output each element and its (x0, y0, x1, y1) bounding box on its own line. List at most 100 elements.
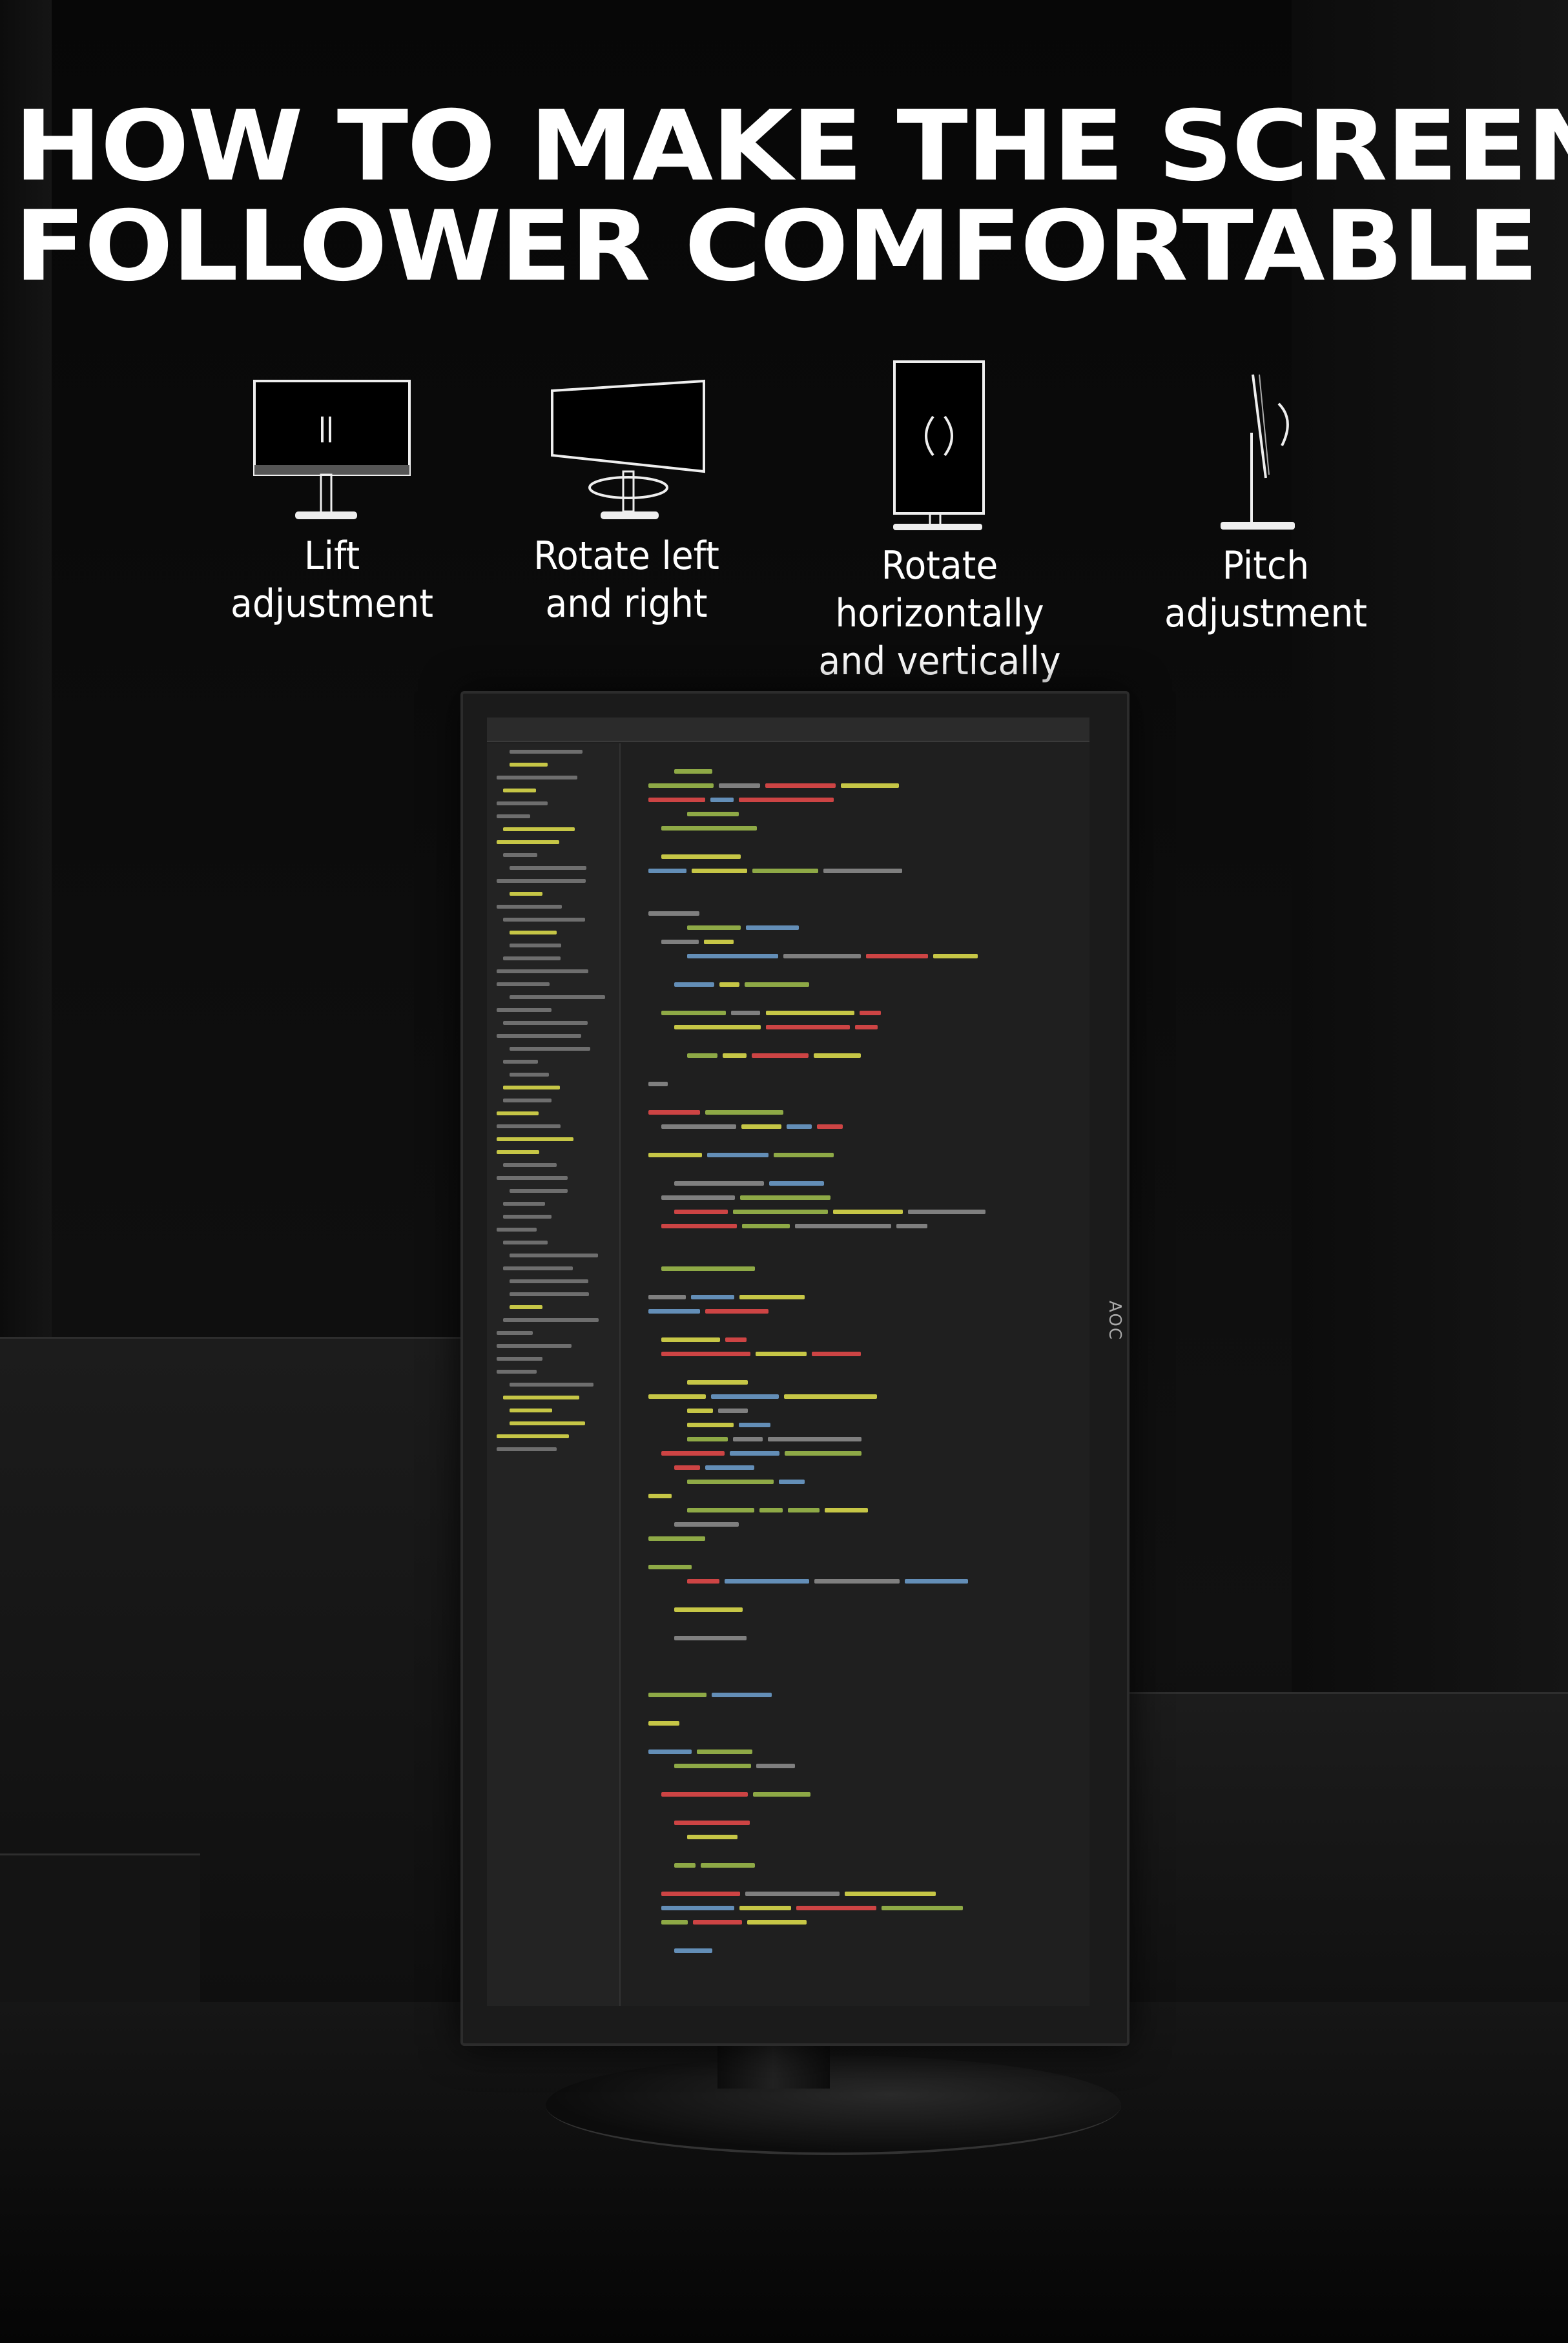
code-line (882, 1906, 963, 1910)
code-line (752, 1792, 811, 1797)
code-line (648, 1082, 668, 1086)
code-line (844, 1892, 936, 1896)
file-tree-item (510, 1383, 594, 1387)
feature-label-line: and vertically (818, 639, 1061, 684)
code-line (725, 1337, 747, 1342)
code-line (674, 1465, 701, 1470)
code-line (904, 1579, 969, 1584)
file-tree-item (503, 853, 537, 857)
code-line (648, 1565, 692, 1569)
file-tree-item (510, 750, 583, 754)
file-tree-item (503, 1060, 539, 1064)
file-tree-item (497, 840, 560, 844)
code-line (687, 1835, 738, 1839)
code-line (765, 1011, 855, 1015)
code-line (674, 1821, 750, 1825)
code-line (784, 1451, 862, 1456)
code-line (648, 1295, 686, 1299)
code-line (751, 1053, 809, 1058)
feature-label-line: Pitch (1222, 543, 1310, 588)
code-line (788, 1508, 820, 1512)
code-line (661, 1011, 727, 1015)
swivel-monitor-icon (551, 379, 705, 519)
code-line (741, 1124, 782, 1129)
code-line (824, 1508, 868, 1512)
file-tree-item (497, 801, 548, 805)
file-tree-item (497, 1124, 561, 1128)
code-line (648, 1693, 707, 1697)
code-line (648, 1536, 706, 1541)
file-tree-item (510, 1292, 589, 1296)
monitor-screen-code-editor (487, 717, 1089, 2006)
feature-label-line: horizontally (835, 591, 1044, 636)
file-tree-item (497, 1447, 557, 1451)
code-line (723, 1053, 747, 1058)
code-line (718, 1409, 748, 1413)
code-line (687, 1380, 748, 1385)
file-tree-item (497, 1150, 540, 1154)
code-line (705, 1465, 754, 1470)
code-line (661, 1892, 740, 1896)
file-tree-item (497, 879, 586, 883)
file-tree-item (497, 1008, 552, 1012)
lift-monitor-icon (253, 380, 411, 519)
code-line (661, 1451, 725, 1456)
code-line (756, 1352, 807, 1356)
file-tree-item (497, 1111, 539, 1115)
code-line (832, 1210, 903, 1214)
monitor-brand-logo: AOC (1104, 1301, 1124, 1341)
code-line (860, 1011, 881, 1015)
code-line (674, 982, 714, 987)
file-tree-item (510, 931, 557, 934)
code-line (745, 925, 799, 930)
code-line (740, 1195, 831, 1200)
code-line (767, 1437, 862, 1441)
file-tree-item (503, 1266, 573, 1270)
file-tree-item (510, 1254, 599, 1257)
code-line (765, 783, 836, 788)
code-line (674, 1181, 764, 1186)
feature-label-line: adjustment (1164, 591, 1367, 636)
file-tree-item (510, 866, 587, 870)
code-line (687, 1480, 774, 1484)
file-tree-item (510, 1279, 589, 1283)
code-line (648, 1309, 701, 1314)
file-tree-item (497, 1370, 537, 1374)
code-line (783, 954, 861, 958)
code-line (687, 812, 739, 816)
code-line (674, 1863, 696, 1868)
code-line (811, 1352, 861, 1356)
file-tree-item (503, 1202, 545, 1206)
code-line (865, 954, 929, 958)
feature-label-line: Rotate (881, 543, 998, 588)
file-tree-item (510, 1189, 568, 1193)
file-tree-item (510, 1409, 553, 1412)
file-tree-item (510, 763, 548, 767)
code-line (778, 1480, 805, 1484)
code-line (759, 1508, 783, 1512)
code-line (674, 1607, 743, 1612)
code-line (711, 1693, 772, 1697)
code-line (733, 1437, 763, 1441)
file-tree-item (510, 1047, 590, 1051)
code-line (747, 1920, 807, 1925)
feature-label-line: Rotate left (533, 533, 719, 579)
code-line (674, 1636, 747, 1640)
code-line (674, 769, 713, 774)
code-line (648, 869, 686, 873)
code-line (719, 982, 739, 987)
code-line (752, 869, 819, 873)
code-line (687, 1437, 728, 1441)
file-tree-item (497, 1034, 581, 1038)
code-line (744, 982, 810, 987)
code-line (661, 826, 758, 831)
title-line-1: HOW TO MAKE THE SCREEN (14, 90, 1568, 203)
code-line (648, 1494, 672, 1498)
page-title: HOW TO MAKE THE SCREEN FOLLOWER COMFORTA… (14, 97, 1568, 297)
file-tree-item (497, 1228, 537, 1232)
code-line (674, 1522, 739, 1527)
code-line (730, 1451, 779, 1456)
monitor (460, 691, 1130, 2046)
code-line (705, 1110, 783, 1115)
